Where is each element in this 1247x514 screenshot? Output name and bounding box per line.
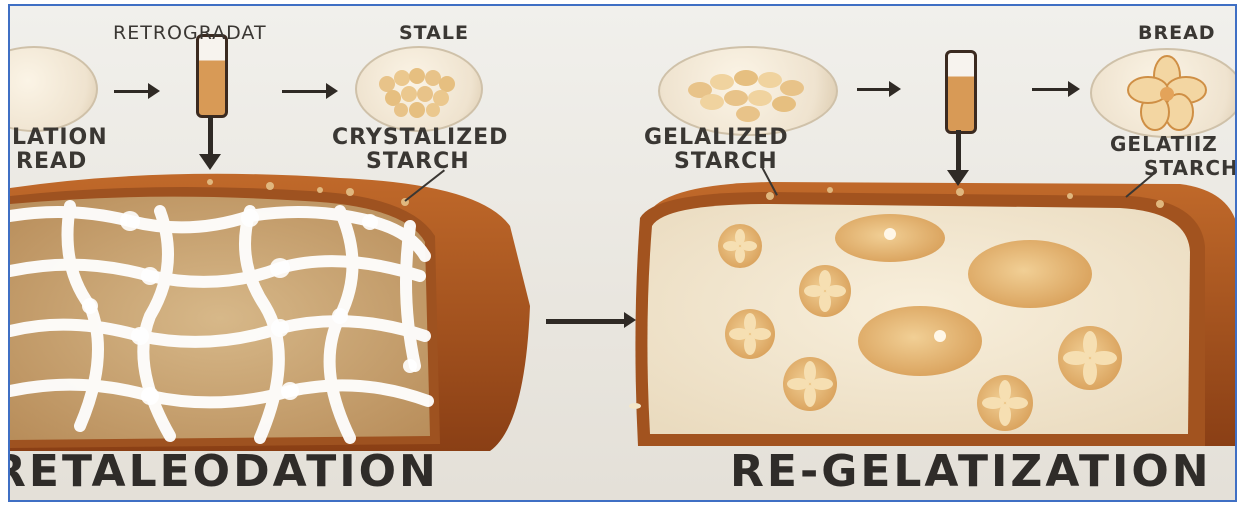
right-arrow-icon (1032, 88, 1070, 91)
label-gelalized-line2: STARCH (674, 150, 778, 174)
label-gelation-line1: LATION (12, 126, 108, 150)
starch-granules-icon (355, 46, 483, 132)
down-arrow-icon (956, 130, 961, 172)
right-arrow-icon (282, 90, 328, 93)
right-arrow-icon (546, 319, 626, 324)
fresh-bread-slice (635, 182, 1237, 446)
test-tube-icon (196, 34, 228, 118)
illustration-frame: RETROGRADAT STALE BREAD LATION READ CRYS… (8, 4, 1237, 502)
right-arrow-icon (114, 90, 150, 93)
label-retaleodation: RETALEODATION (8, 446, 439, 497)
illustration-canvas (10, 6, 1237, 502)
label-retrogradat: RETROGRADAT (113, 22, 267, 44)
label-stale: STALE (399, 22, 469, 44)
down-arrow-icon (208, 116, 213, 156)
bread-crumb (629, 403, 641, 409)
label-gelalized-line1: GELALIZED (644, 126, 789, 150)
label-gelation-line2: READ (16, 150, 87, 174)
right-arrow-icon (857, 88, 891, 91)
gelalized-granules (660, 48, 836, 134)
bread-flower-bowl (1090, 48, 1237, 138)
label-bread: BREAD (1138, 22, 1216, 44)
test-tube-icon (945, 50, 977, 134)
label-crystalized-line2: STARCH (366, 150, 470, 174)
label-crystalized-line1: CRYSTALIZED (332, 126, 508, 150)
label-gelatiiz-line1: GELATIIZ (1110, 132, 1218, 156)
flower-starch-icon (1092, 50, 1237, 136)
gelalized-starch-bowl (658, 46, 838, 136)
label-re-gelatization: RE-GELATIZATION (730, 446, 1212, 497)
crystalized-granules (357, 48, 481, 130)
label-gelatiiz-line2: STARCH (1144, 156, 1237, 180)
stale-bread-slice (10, 174, 530, 451)
